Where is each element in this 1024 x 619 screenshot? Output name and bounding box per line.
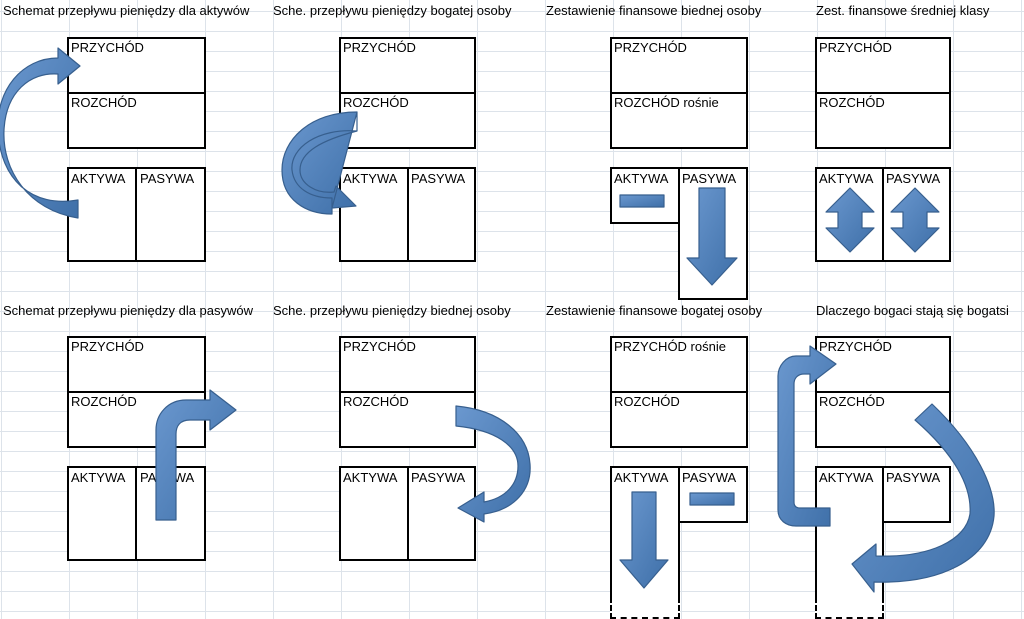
liabilities-box (407, 167, 476, 262)
income-label: PRZYCHÓD (71, 339, 144, 354)
title-rich-flow: Sche. przepływu pieniędzy bogatej osoby (273, 3, 512, 18)
assets-label: AKTYWA (343, 470, 398, 485)
expense-label: ROZCHÓD (819, 95, 885, 110)
assets-box (67, 167, 137, 262)
title-poor-statement: Zestawienie finansowe biednej osoby (546, 3, 762, 18)
title-rich-get-richer: Dlaczego bogaci stają się bogatsi (816, 303, 1009, 318)
double-arrow-icon (825, 187, 875, 253)
assets-label: AKTYWA (819, 171, 874, 186)
assets-label: AKTYWA (343, 171, 398, 186)
title-poor-flow: Sche. przepływu pieniędzy biednej osoby (273, 303, 511, 318)
income-label: PRZYCHÓD (71, 40, 144, 55)
assets-box (67, 466, 137, 561)
title-middle-statement: Zest. finansowe średniej klasy (816, 3, 990, 18)
curved-arrow-icon (455, 405, 531, 523)
income-label: PRZYCHÓD (614, 40, 687, 55)
expense-box (67, 92, 206, 149)
liabilities-label: PASYWA (682, 470, 737, 485)
expense-label: ROZCHÓD (819, 394, 885, 409)
title-liability-flow: Schemat przepływu pieniędzy dla pasywów (3, 303, 254, 318)
expense-box (815, 92, 951, 149)
expense-label: ROZCHÓD (343, 95, 409, 110)
expense-label: ROZCHÓD rośnie (614, 95, 719, 110)
assets-label: AKTYWA (614, 470, 669, 485)
liabilities-label: PASYWA (411, 470, 466, 485)
liabilities-box (882, 466, 951, 523)
arrow-down-icon (619, 491, 669, 589)
assets-label: AKTYWA (614, 171, 669, 186)
liabilities-box (135, 167, 206, 262)
curved-arrow-icon (851, 403, 995, 593)
assets-box (339, 167, 409, 262)
title-asset-flow: Schemat przepływu pieniędzy dla aktywów (3, 3, 250, 18)
liabilities-box (407, 466, 476, 561)
income-label: PRZYCHÓD rośnie (614, 339, 726, 354)
bent-arrow-icon (155, 389, 237, 521)
liabilities-label: PASYWA (140, 171, 195, 186)
assets-label: AKTYWA (819, 470, 874, 485)
income-box (339, 37, 476, 94)
expense-box (610, 92, 748, 149)
minus-icon (689, 492, 735, 506)
arrow-down-icon (686, 187, 738, 286)
bracket-arrow-icon (777, 345, 837, 527)
expense-box (339, 391, 476, 448)
assets-growth-box (610, 597, 680, 619)
assets-growth-box (815, 597, 884, 619)
title-rich-statement: Zestawienie finansowe bogatej osoby (546, 303, 763, 318)
expense-label: ROZCHÓD (71, 394, 137, 409)
income-label: PRZYCHÓD (819, 40, 892, 55)
expense-label: ROZCHÓD (343, 394, 409, 409)
income-box (67, 336, 206, 393)
assets-label: AKTYWA (71, 470, 126, 485)
curved-arrow-icon (0, 47, 81, 219)
income-label: PRZYCHÓD (819, 339, 892, 354)
minus-icon (619, 194, 665, 208)
income-box (610, 336, 748, 393)
expense-box (339, 92, 476, 149)
liabilities-label: PASYWA (682, 171, 737, 186)
income-label: PRZYCHÓD (343, 339, 416, 354)
liabilities-label: PASYWA (886, 470, 941, 485)
curved-arrow-icon (281, 111, 358, 215)
assets-label: AKTYWA (71, 171, 126, 186)
expense-label: ROZCHÓD (614, 394, 680, 409)
liabilities-label: PASYWA (886, 171, 941, 186)
expense-label: ROZCHÓD (71, 95, 137, 110)
income-label: PRZYCHÓD (343, 40, 416, 55)
expense-box (610, 391, 748, 448)
double-arrow-icon (890, 187, 940, 253)
liabilities-label: PASYWA (411, 171, 466, 186)
